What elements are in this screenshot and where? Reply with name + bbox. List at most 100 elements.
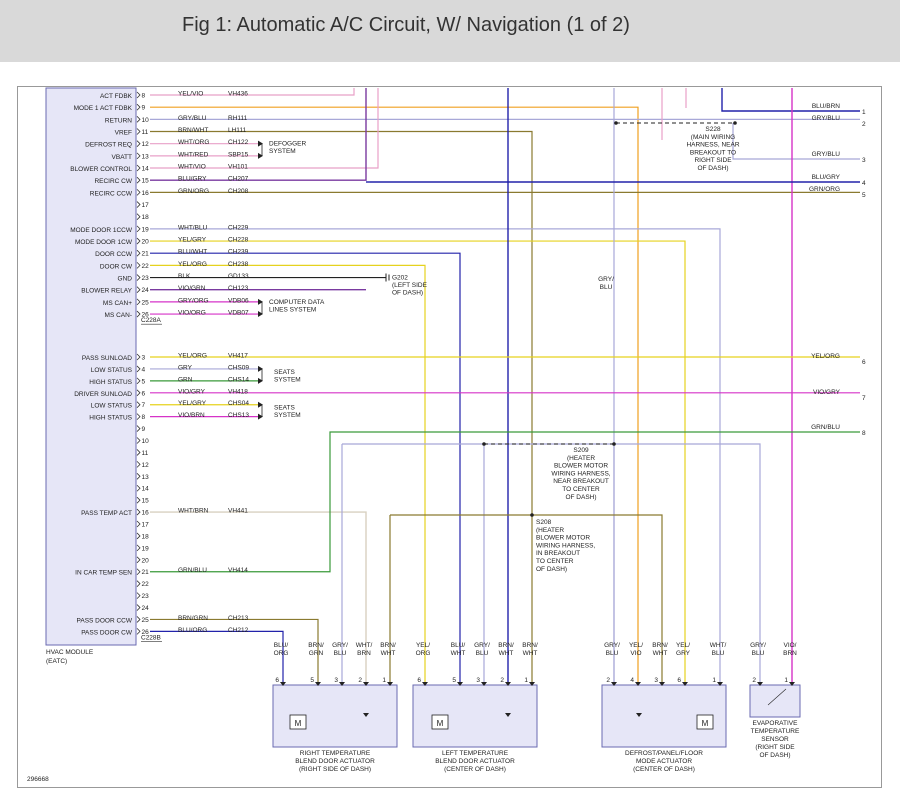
circuit-label: CH122 bbox=[228, 139, 249, 146]
pin-function-label: DRIVER SUNLOAD bbox=[74, 391, 132, 398]
s208-label: S208 bbox=[536, 519, 552, 526]
circuit-label: CH213 bbox=[228, 615, 249, 622]
actuator-wire-color: WHT bbox=[451, 650, 466, 657]
output-wire-color: GRN/ORG bbox=[809, 186, 840, 193]
output-wire-color: GRY/BLU bbox=[812, 115, 841, 122]
output-wire-color: YEL/ORG bbox=[811, 353, 840, 360]
actuator-pin-number: 2 bbox=[500, 677, 504, 684]
pin-chevron bbox=[136, 377, 141, 385]
s228-label: RIGHT SIDE bbox=[694, 157, 732, 164]
circuit-label: GD133 bbox=[228, 273, 249, 280]
s209-label: WIRING HARNESS, bbox=[551, 470, 610, 477]
wire-gry-blu-out3 bbox=[732, 123, 860, 160]
wire-color-label: WHT/VIO bbox=[178, 164, 206, 171]
pin-terminal bbox=[682, 682, 688, 686]
wire-color-label: YEL/VIO bbox=[178, 91, 203, 98]
pin-number: 20 bbox=[142, 239, 150, 246]
wire-blu-brn-out1 bbox=[721, 88, 860, 112]
pin-function-label: MS CAN+ bbox=[103, 300, 132, 307]
pin-number: 11 bbox=[142, 129, 149, 136]
defogger-arrow bbox=[258, 140, 263, 147]
wire-color-label: VIO/GRY bbox=[178, 388, 206, 395]
pin-number: 21 bbox=[142, 569, 150, 576]
pin-function-label: PASS TEMP ACT bbox=[81, 510, 132, 517]
pin-chevron bbox=[136, 140, 141, 147]
output-number: 5 bbox=[862, 192, 866, 199]
module-subname: (EATC) bbox=[46, 658, 67, 665]
actuator-wire-color: WHT bbox=[499, 650, 514, 657]
pin-chevron bbox=[136, 201, 141, 208]
actuator-wire-color: WHT/ bbox=[356, 642, 373, 649]
pin-number: 3 bbox=[142, 355, 146, 362]
pin-terminal bbox=[757, 682, 763, 686]
wire-color-label: GRN/ORG bbox=[178, 188, 209, 195]
pin-chevron bbox=[136, 213, 141, 220]
actuator-wire-color: VIO/ bbox=[783, 642, 796, 649]
pin-chevron bbox=[136, 274, 141, 281]
pin-number: 10 bbox=[142, 438, 150, 445]
wire-color-label: GRY/ORG bbox=[178, 297, 209, 304]
pin-number: 9 bbox=[142, 426, 146, 433]
pin-function-label: GND bbox=[118, 276, 133, 283]
wire-blu-gry-ch207 bbox=[150, 88, 367, 181]
seats-system-label: SEATS bbox=[274, 405, 295, 412]
pin-number: 17 bbox=[142, 522, 150, 529]
wire-wht-brn-vh441 bbox=[150, 511, 367, 684]
pin-chevron bbox=[136, 532, 141, 540]
actuator-name: (CENTER OF DASH) bbox=[633, 766, 695, 773]
pin-chevron bbox=[136, 262, 141, 269]
wire-color-label: GRN/BLU bbox=[178, 567, 207, 574]
actuator-name: EVAPORATIVE bbox=[753, 720, 799, 727]
wire-yel-vio-vh436 bbox=[150, 88, 355, 96]
circuit-label: CH238 bbox=[228, 261, 249, 268]
pin-number: 23 bbox=[142, 593, 150, 600]
actuator-wire-color: BRN/ bbox=[498, 642, 514, 649]
motor-icon bbox=[696, 714, 714, 730]
motor-label: M bbox=[295, 719, 302, 728]
s208-label: OF DASH) bbox=[536, 566, 567, 573]
thermistor-slash bbox=[767, 688, 787, 706]
actuator-name: LEFT TEMPERATURE bbox=[442, 750, 509, 757]
pin-number: 12 bbox=[142, 141, 150, 148]
pin-terminal bbox=[339, 682, 345, 686]
module-name: HVAC MODULE bbox=[46, 649, 94, 656]
pin-number: 15 bbox=[142, 178, 150, 185]
output-number: 8 bbox=[862, 430, 866, 437]
pin-number: 11 bbox=[142, 450, 149, 457]
actuator-name: MODE ACTUATOR bbox=[636, 758, 692, 765]
seats-arrow bbox=[258, 377, 263, 384]
actuator-wire-color: YEL/ bbox=[629, 642, 643, 649]
pin-number: 18 bbox=[142, 533, 150, 540]
pin-function-label: LOW STATUS bbox=[91, 367, 133, 374]
actuator-pin-number: 2 bbox=[752, 677, 756, 684]
actuator-wire-color: BLU/ bbox=[274, 642, 289, 649]
wire-color-label: GRY bbox=[178, 364, 193, 371]
connector-label: C228B bbox=[141, 634, 161, 641]
pin-chevron bbox=[136, 413, 141, 420]
actuator-pin-number: 4 bbox=[630, 677, 634, 684]
circuit-label: CH208 bbox=[228, 188, 249, 195]
actuator-name: OF DASH) bbox=[759, 752, 790, 759]
output-wire-color: BLU/GRY bbox=[812, 174, 841, 181]
diagram-frame bbox=[17, 86, 882, 788]
actuator-pin-number: 1 bbox=[382, 677, 386, 684]
s209-label: BLOWER MOTOR bbox=[554, 463, 608, 470]
seats-arrow bbox=[258, 413, 263, 420]
wire-brn-wht-s208 bbox=[390, 514, 663, 684]
s209-label: TO CENTER bbox=[562, 486, 600, 493]
actuator-wire-color: WHT/ bbox=[710, 642, 727, 649]
circuit-label: SBP15 bbox=[228, 151, 249, 158]
pin-number: 8 bbox=[142, 414, 146, 421]
actuator-wire-color: GRY/ bbox=[750, 642, 766, 649]
pin-terminal bbox=[280, 682, 286, 686]
s208-label: TO CENTER bbox=[536, 558, 574, 565]
actuator-wire-color: BLU bbox=[712, 650, 725, 657]
s228-label: OF DASH) bbox=[697, 165, 728, 172]
pin-chevron bbox=[136, 310, 141, 318]
pin-function-label: VREF bbox=[115, 130, 132, 137]
pin-number: 10 bbox=[142, 117, 150, 124]
pin-number: 13 bbox=[142, 153, 150, 160]
wire-grn-blu-vh414 bbox=[150, 431, 860, 573]
actuator-wire-color: BLU bbox=[334, 650, 347, 657]
wire-color-label: WHT/BLU bbox=[178, 224, 208, 231]
